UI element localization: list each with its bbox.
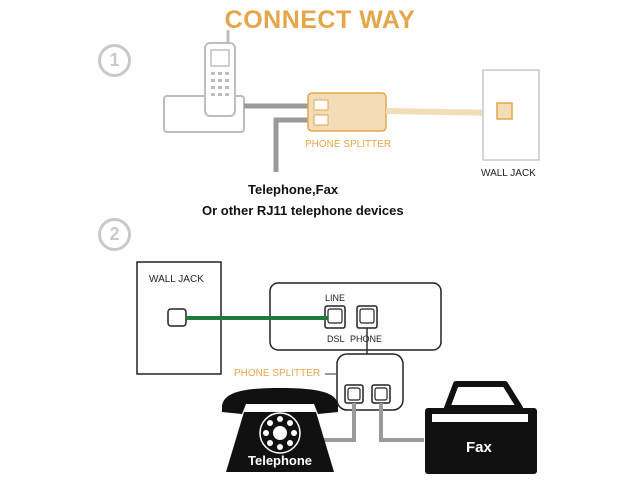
diagram-title: CONNECT WAY bbox=[224, 6, 416, 34]
devices-line-1: Telephone,Fax bbox=[248, 182, 339, 197]
step1-line-cable bbox=[385, 108, 501, 116]
step2-splitter-label: PHONE SPLITTER bbox=[234, 368, 321, 379]
step-2-badge: 2 bbox=[98, 218, 131, 251]
step2-wall-jack bbox=[136, 261, 222, 375]
dsl-modem-box bbox=[269, 282, 442, 351]
step1-splitter-label: PHONE SPLITTER bbox=[305, 139, 392, 150]
devices-line-2: Or other RJ11 telephone devices bbox=[202, 203, 404, 218]
cordless-handset-icon bbox=[204, 30, 236, 117]
telephone-icon bbox=[222, 388, 338, 472]
step1-wall-jack bbox=[482, 69, 540, 161]
telephone-label: Telephone bbox=[248, 453, 313, 468]
fax-label: Fax bbox=[466, 439, 492, 456]
step1-wall-jack-label: WALL JACK bbox=[481, 168, 536, 179]
step1-phone-splitter bbox=[307, 92, 387, 132]
dsl-port-label: DSL bbox=[327, 334, 345, 344]
step2-wall-jack-label: WALL JACK bbox=[149, 274, 204, 285]
line-port-label: LINE bbox=[325, 293, 346, 303]
step-1-badge: 1 bbox=[98, 44, 131, 77]
step1-gray-cables bbox=[244, 103, 312, 172]
fax-machine-icon bbox=[425, 381, 537, 474]
step2-phone-splitter bbox=[325, 328, 404, 411]
phone-port-label: PHONE bbox=[350, 334, 383, 344]
